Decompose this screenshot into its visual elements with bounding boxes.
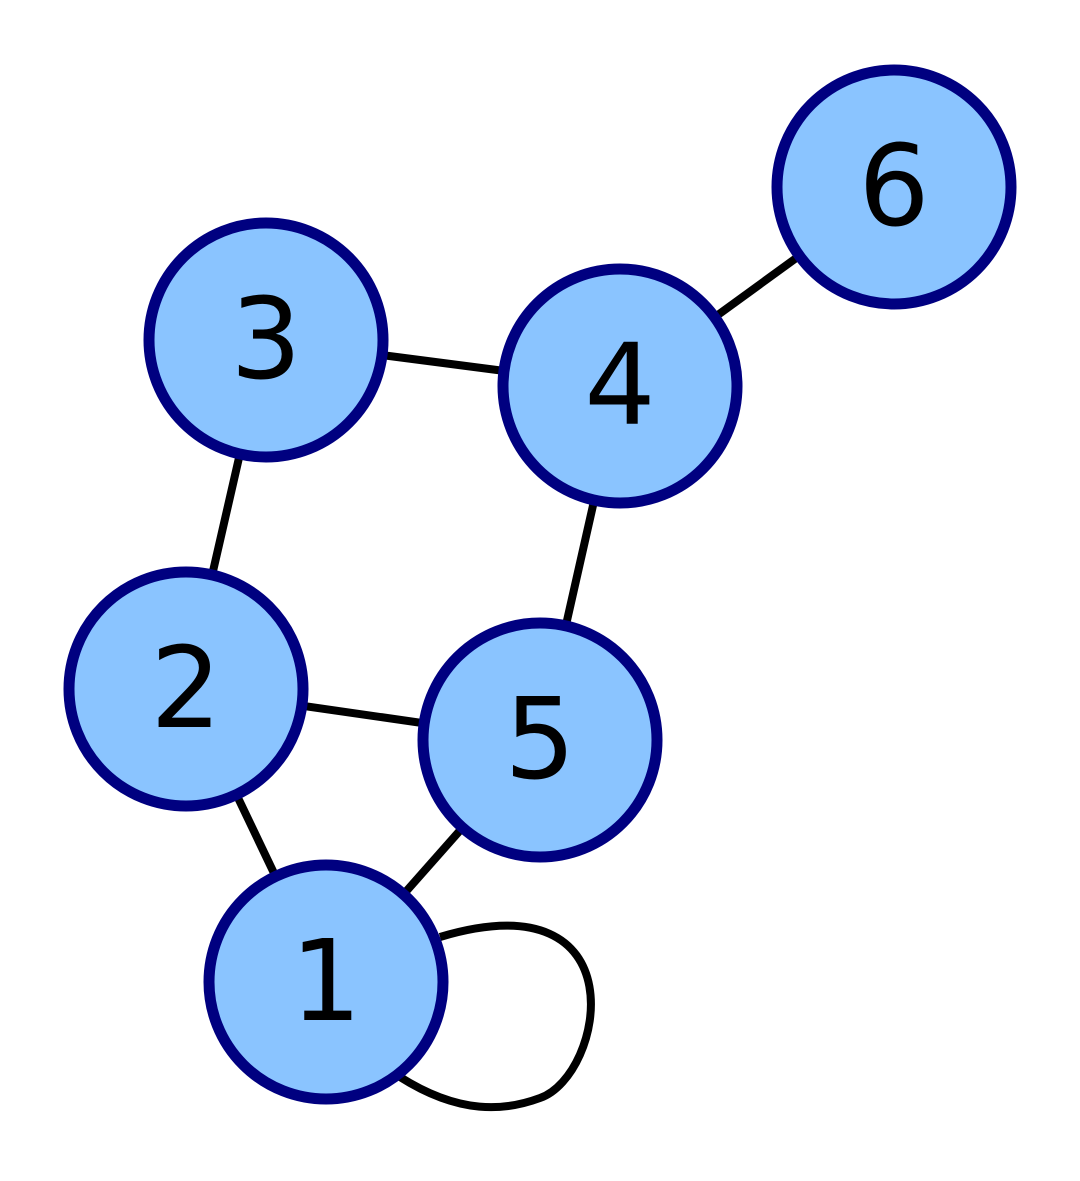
node-circle (63, 566, 309, 812)
node-label: 1 (290, 917, 361, 1047)
edge-1-1 (397, 921, 595, 1112)
node-6: 6 (771, 64, 1017, 310)
node-label: 2 (150, 624, 221, 754)
node-circle (203, 859, 449, 1105)
node-circle (771, 64, 1017, 310)
node-2: 2 (63, 566, 309, 812)
node-1: 1 (203, 859, 449, 1105)
node-circle (143, 217, 389, 463)
node-3: 3 (143, 217, 389, 463)
node-circle (497, 263, 743, 509)
node-label: 5 (504, 675, 575, 805)
node-label: 4 (584, 321, 655, 451)
node-circle (417, 617, 663, 863)
nodes-layer: 1 2 3 4 5 6 (63, 64, 1017, 1105)
node-label: 6 (858, 122, 929, 252)
node-4: 4 (497, 263, 743, 509)
node-label: 3 (230, 275, 301, 405)
node-5: 5 (417, 617, 663, 863)
